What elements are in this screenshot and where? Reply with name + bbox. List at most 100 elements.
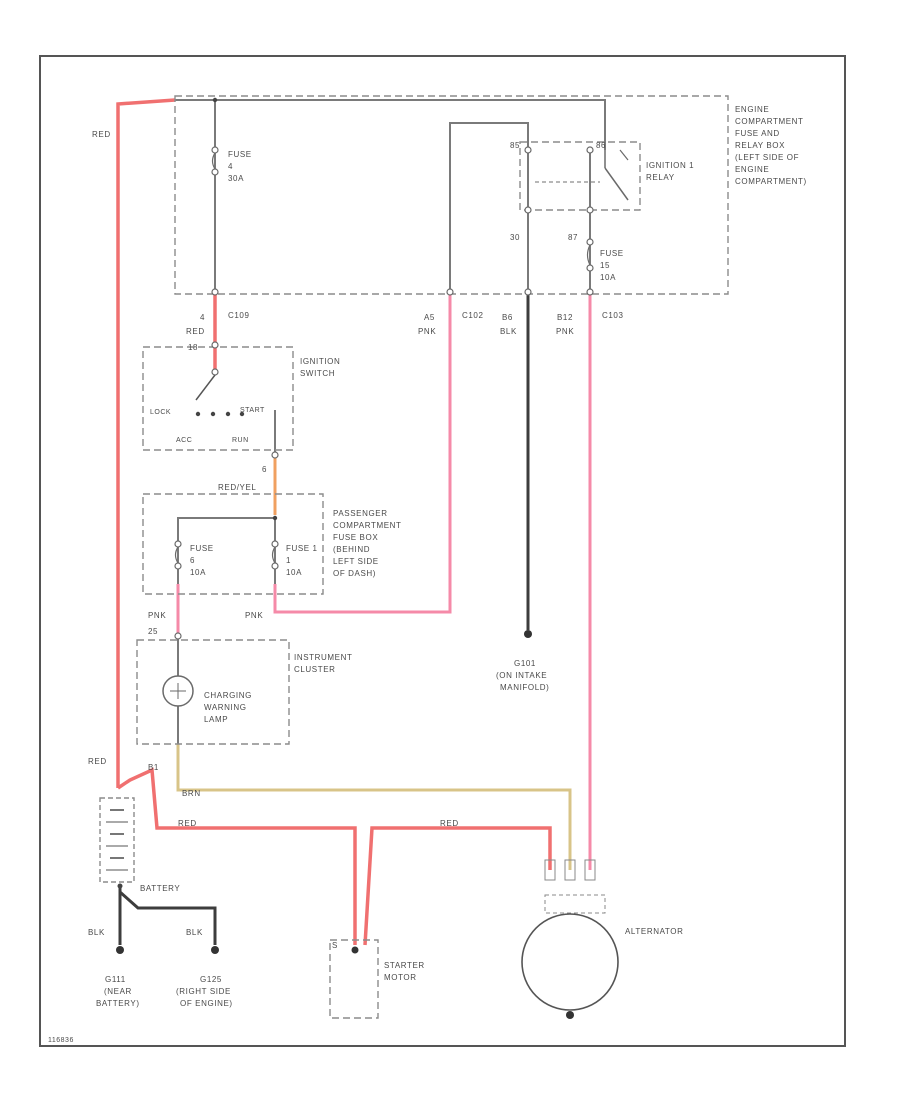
label-red-starter: RED <box>178 819 197 828</box>
svg-text:LEFT SIDE: LEFT SIDE <box>333 557 379 566</box>
fuse-15 <box>586 238 594 272</box>
g125-ground-icon <box>211 946 219 954</box>
svg-text:FUSE: FUSE <box>228 150 252 159</box>
pin-s: S <box>332 941 338 950</box>
g111-ground-icon <box>116 946 124 954</box>
connector-c102: C102 <box>462 311 484 320</box>
pin-86: 86 <box>596 141 606 150</box>
fuse-6-label: FUSE 6 10A <box>190 544 214 577</box>
label-red-batt: RED <box>88 757 107 766</box>
svg-text:WARNING: WARNING <box>204 703 247 712</box>
pin-4: 4 <box>200 313 205 322</box>
pnk-fuse1-to-a5-wire <box>273 292 452 614</box>
starter-motor-label: STARTER MOTOR <box>384 961 425 982</box>
svg-text:OF DASH): OF DASH) <box>333 569 376 578</box>
svg-text:10A: 10A <box>600 273 616 282</box>
svg-text:G111: G111 <box>105 975 126 984</box>
pin-25: 25 <box>148 627 158 636</box>
fuse-1 <box>271 540 279 570</box>
pin-85: 85 <box>510 141 520 150</box>
fuse-6 <box>174 540 182 570</box>
fuse-4-label: FUSE 4 30A <box>228 150 252 183</box>
label-brn: BRN <box>182 789 201 798</box>
svg-text:STARTER: STARTER <box>384 961 425 970</box>
label-red-yel: RED/YEL <box>218 483 256 492</box>
svg-text:ENGINE: ENGINE <box>735 165 769 174</box>
label-red-alt: RED <box>440 819 459 828</box>
fuse-4 <box>211 146 219 176</box>
label-blk-g125: BLK <box>186 928 203 937</box>
fuse-1-label: FUSE 1 1 10A <box>286 544 318 577</box>
starter-terminal <box>351 946 359 954</box>
engine-box-label: ENGINE COMPARTMENT FUSE AND RELAY BOX (L… <box>735 105 807 186</box>
label-pnk-fuse1: PNK <box>245 611 263 620</box>
svg-text:SWITCH: SWITCH <box>300 369 335 378</box>
svg-text:G125: G125 <box>200 975 222 984</box>
brn-lamp-to-alt-wire <box>176 744 572 870</box>
svg-text:PASSENGER: PASSENGER <box>333 509 388 518</box>
switch-pos-lock: LOCK <box>150 409 171 416</box>
svg-text:1: 1 <box>286 556 291 565</box>
starter-motor-box <box>329 939 379 1019</box>
passenger-fuse-box <box>142 493 324 595</box>
engine-fuse-relay-box <box>174 95 729 295</box>
svg-text:MOTOR: MOTOR <box>384 973 417 982</box>
svg-text:(LEFT SIDE OF: (LEFT SIDE OF <box>735 153 799 162</box>
connector-c103: C103 <box>602 311 624 320</box>
svg-text:MANIFOLD): MANIFOLD) <box>500 683 549 692</box>
svg-text:(ON INTAKE: (ON INTAKE <box>496 671 547 680</box>
switch-pos-acc: ACC <box>176 437 192 444</box>
red-main-feed-wire <box>116 98 176 788</box>
blk-g125-wire <box>119 890 217 945</box>
pin-18: 18 <box>188 343 198 352</box>
red-to-alternator-wire <box>363 826 552 946</box>
svg-text:LAMP: LAMP <box>204 715 228 724</box>
svg-text:COMPARTMENT: COMPARTMENT <box>735 117 804 126</box>
footer-code: 116836 <box>48 1037 74 1044</box>
label-pnk-a5: PNK <box>418 327 436 336</box>
pin-30: 30 <box>510 233 520 242</box>
svg-text:FUSE: FUSE <box>600 249 624 258</box>
g111-label: G111 (NEAR BATTERY) <box>96 975 140 1008</box>
g101-label: G101 (ON INTAKE MANIFOLD) <box>496 659 549 692</box>
label-blk-g111: BLK <box>88 928 105 937</box>
battery-label: BATTERY <box>140 884 180 893</box>
svg-text:10A: 10A <box>190 568 206 577</box>
svg-text:OF ENGINE): OF ENGINE) <box>180 999 233 1008</box>
svg-text:IGNITION: IGNITION <box>300 357 340 366</box>
label-pnk-b12: PNK <box>556 327 574 336</box>
svg-text:BATTERY): BATTERY) <box>96 999 140 1008</box>
switch-pos-start: START <box>240 407 265 414</box>
connector-nodes <box>174 97 594 640</box>
svg-text:COMPARTMENT): COMPARTMENT) <box>735 177 807 186</box>
svg-text:RELAY: RELAY <box>646 173 675 182</box>
g125-label: G125 (RIGHT SIDE OF ENGINE) <box>176 975 233 1008</box>
svg-text:(NEAR: (NEAR <box>104 987 132 996</box>
svg-text:FUSE: FUSE <box>190 544 214 553</box>
switch-pos-run: RUN <box>232 437 249 444</box>
engine-box-bus-wire <box>175 99 606 150</box>
svg-text:FUSE AND: FUSE AND <box>735 129 780 138</box>
pin-6: 6 <box>262 465 267 474</box>
passenger-box-label: PASSENGER COMPARTMENT FUSE BOX (BEHIND L… <box>333 509 401 578</box>
svg-text:ENGINE: ENGINE <box>735 105 769 114</box>
svg-text:10A: 10A <box>286 568 302 577</box>
svg-text:INSTRUMENT: INSTRUMENT <box>294 653 352 662</box>
svg-text:CHARGING: CHARGING <box>204 691 252 700</box>
label-blk-b6: BLK <box>500 327 517 336</box>
pin-b6: B6 <box>502 313 513 322</box>
g101-ground-icon <box>524 630 532 638</box>
label-red-top: RED <box>92 130 111 139</box>
pin-87: 87 <box>568 233 578 242</box>
svg-text:CLUSTER: CLUSTER <box>294 665 336 674</box>
svg-text:FUSE BOX: FUSE BOX <box>333 533 378 542</box>
ignition-switch-label: IGNITION SWITCH <box>300 357 340 378</box>
charging-warning-lamp <box>162 675 194 707</box>
battery-symbol <box>99 797 135 889</box>
svg-text:FUSE 1: FUSE 1 <box>286 544 318 553</box>
red-battery-to-starter-wire <box>117 767 357 945</box>
alternator-label: ALTERNATOR <box>625 927 683 936</box>
ignition-relay <box>524 146 629 214</box>
diagram-frame <box>39 55 846 1047</box>
svg-text:6: 6 <box>190 556 195 565</box>
